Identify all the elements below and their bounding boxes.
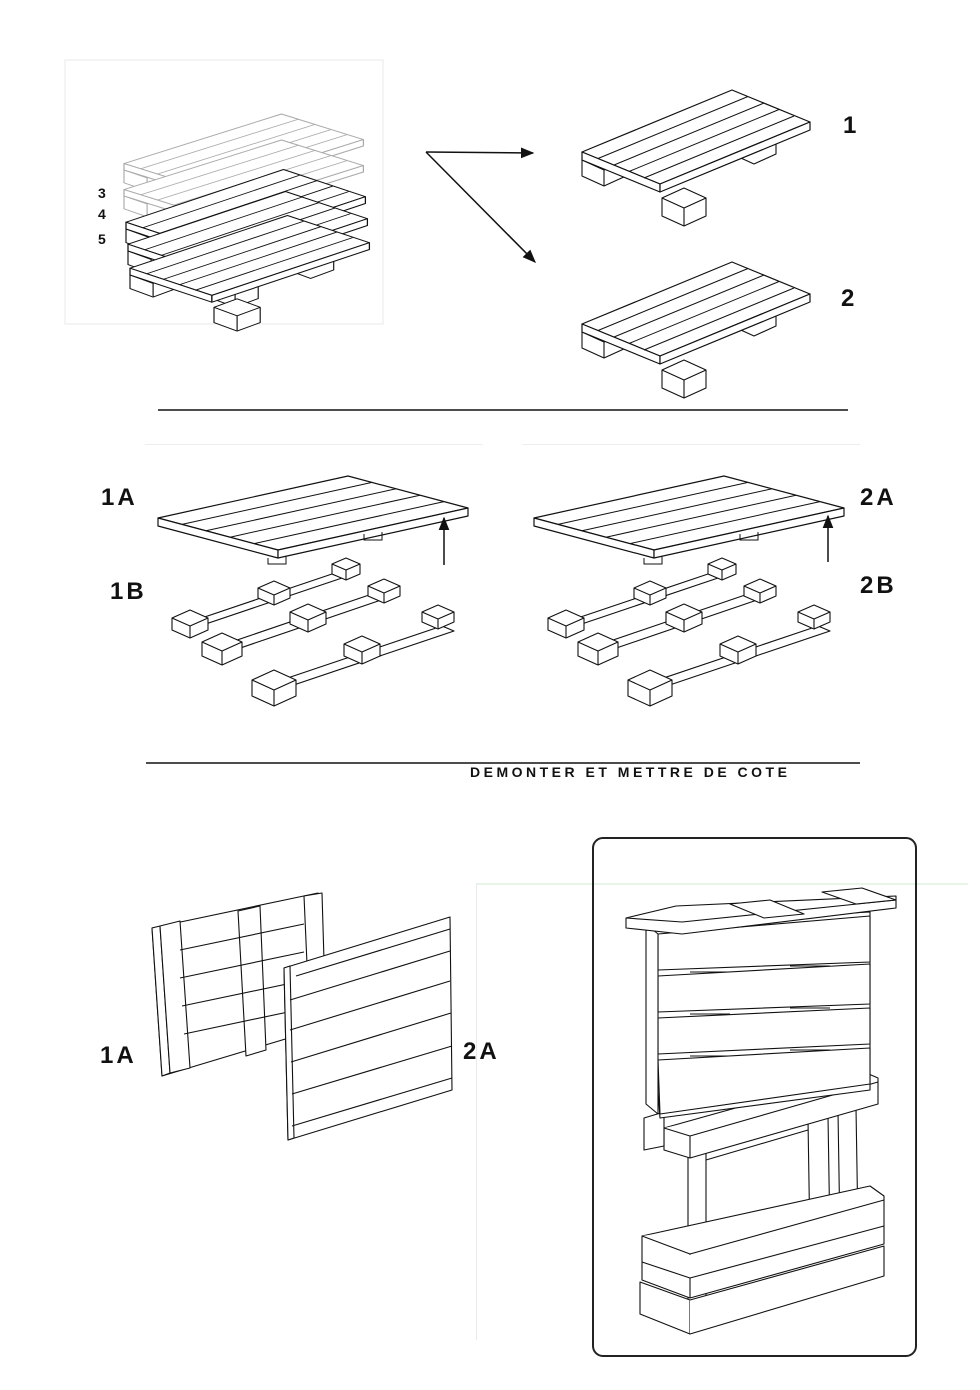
- pallet-1-label: 1: [843, 112, 860, 139]
- label-panel-1a: 1A: [100, 1042, 137, 1069]
- pallet-2-drawing: [581, 261, 811, 399]
- base-2b-drawing: [547, 557, 831, 707]
- instruction-caption: DEMONTER ET METTRE DE COTE: [470, 764, 791, 780]
- label-2b-base: 2B: [860, 572, 897, 599]
- stack-layer-label-3: 3: [98, 185, 106, 201]
- assembled-planter-drawing: [625, 887, 897, 1335]
- label-panel-2a: 2A: [463, 1038, 500, 1065]
- panel-1a-drawing: [151, 892, 327, 1077]
- stacked-pallets-illustration: [64, 59, 384, 332]
- base-1b-drawing: [171, 557, 455, 707]
- stack-layer-label-5: 5: [98, 231, 106, 247]
- split-arrows: [425, 147, 536, 263]
- stack-layer-label-4: 4: [98, 206, 106, 222]
- assembled-planter-frame: [592, 837, 917, 1357]
- pallet-1-drawing: [581, 89, 811, 227]
- arrow-to-pallet-1: [425, 147, 535, 159]
- arrow-to-pallet-2: [425, 151, 536, 263]
- pallet-2-label: 2: [841, 285, 858, 312]
- deck-2a-drawing: [533, 475, 845, 565]
- panel-2a-drawing: [283, 916, 453, 1141]
- label-1a-top: 1A: [101, 484, 138, 511]
- label-2a-top: 2A: [860, 484, 897, 511]
- label-1b-base: 1B: [110, 578, 147, 605]
- deck-1a-drawing: [157, 475, 469, 565]
